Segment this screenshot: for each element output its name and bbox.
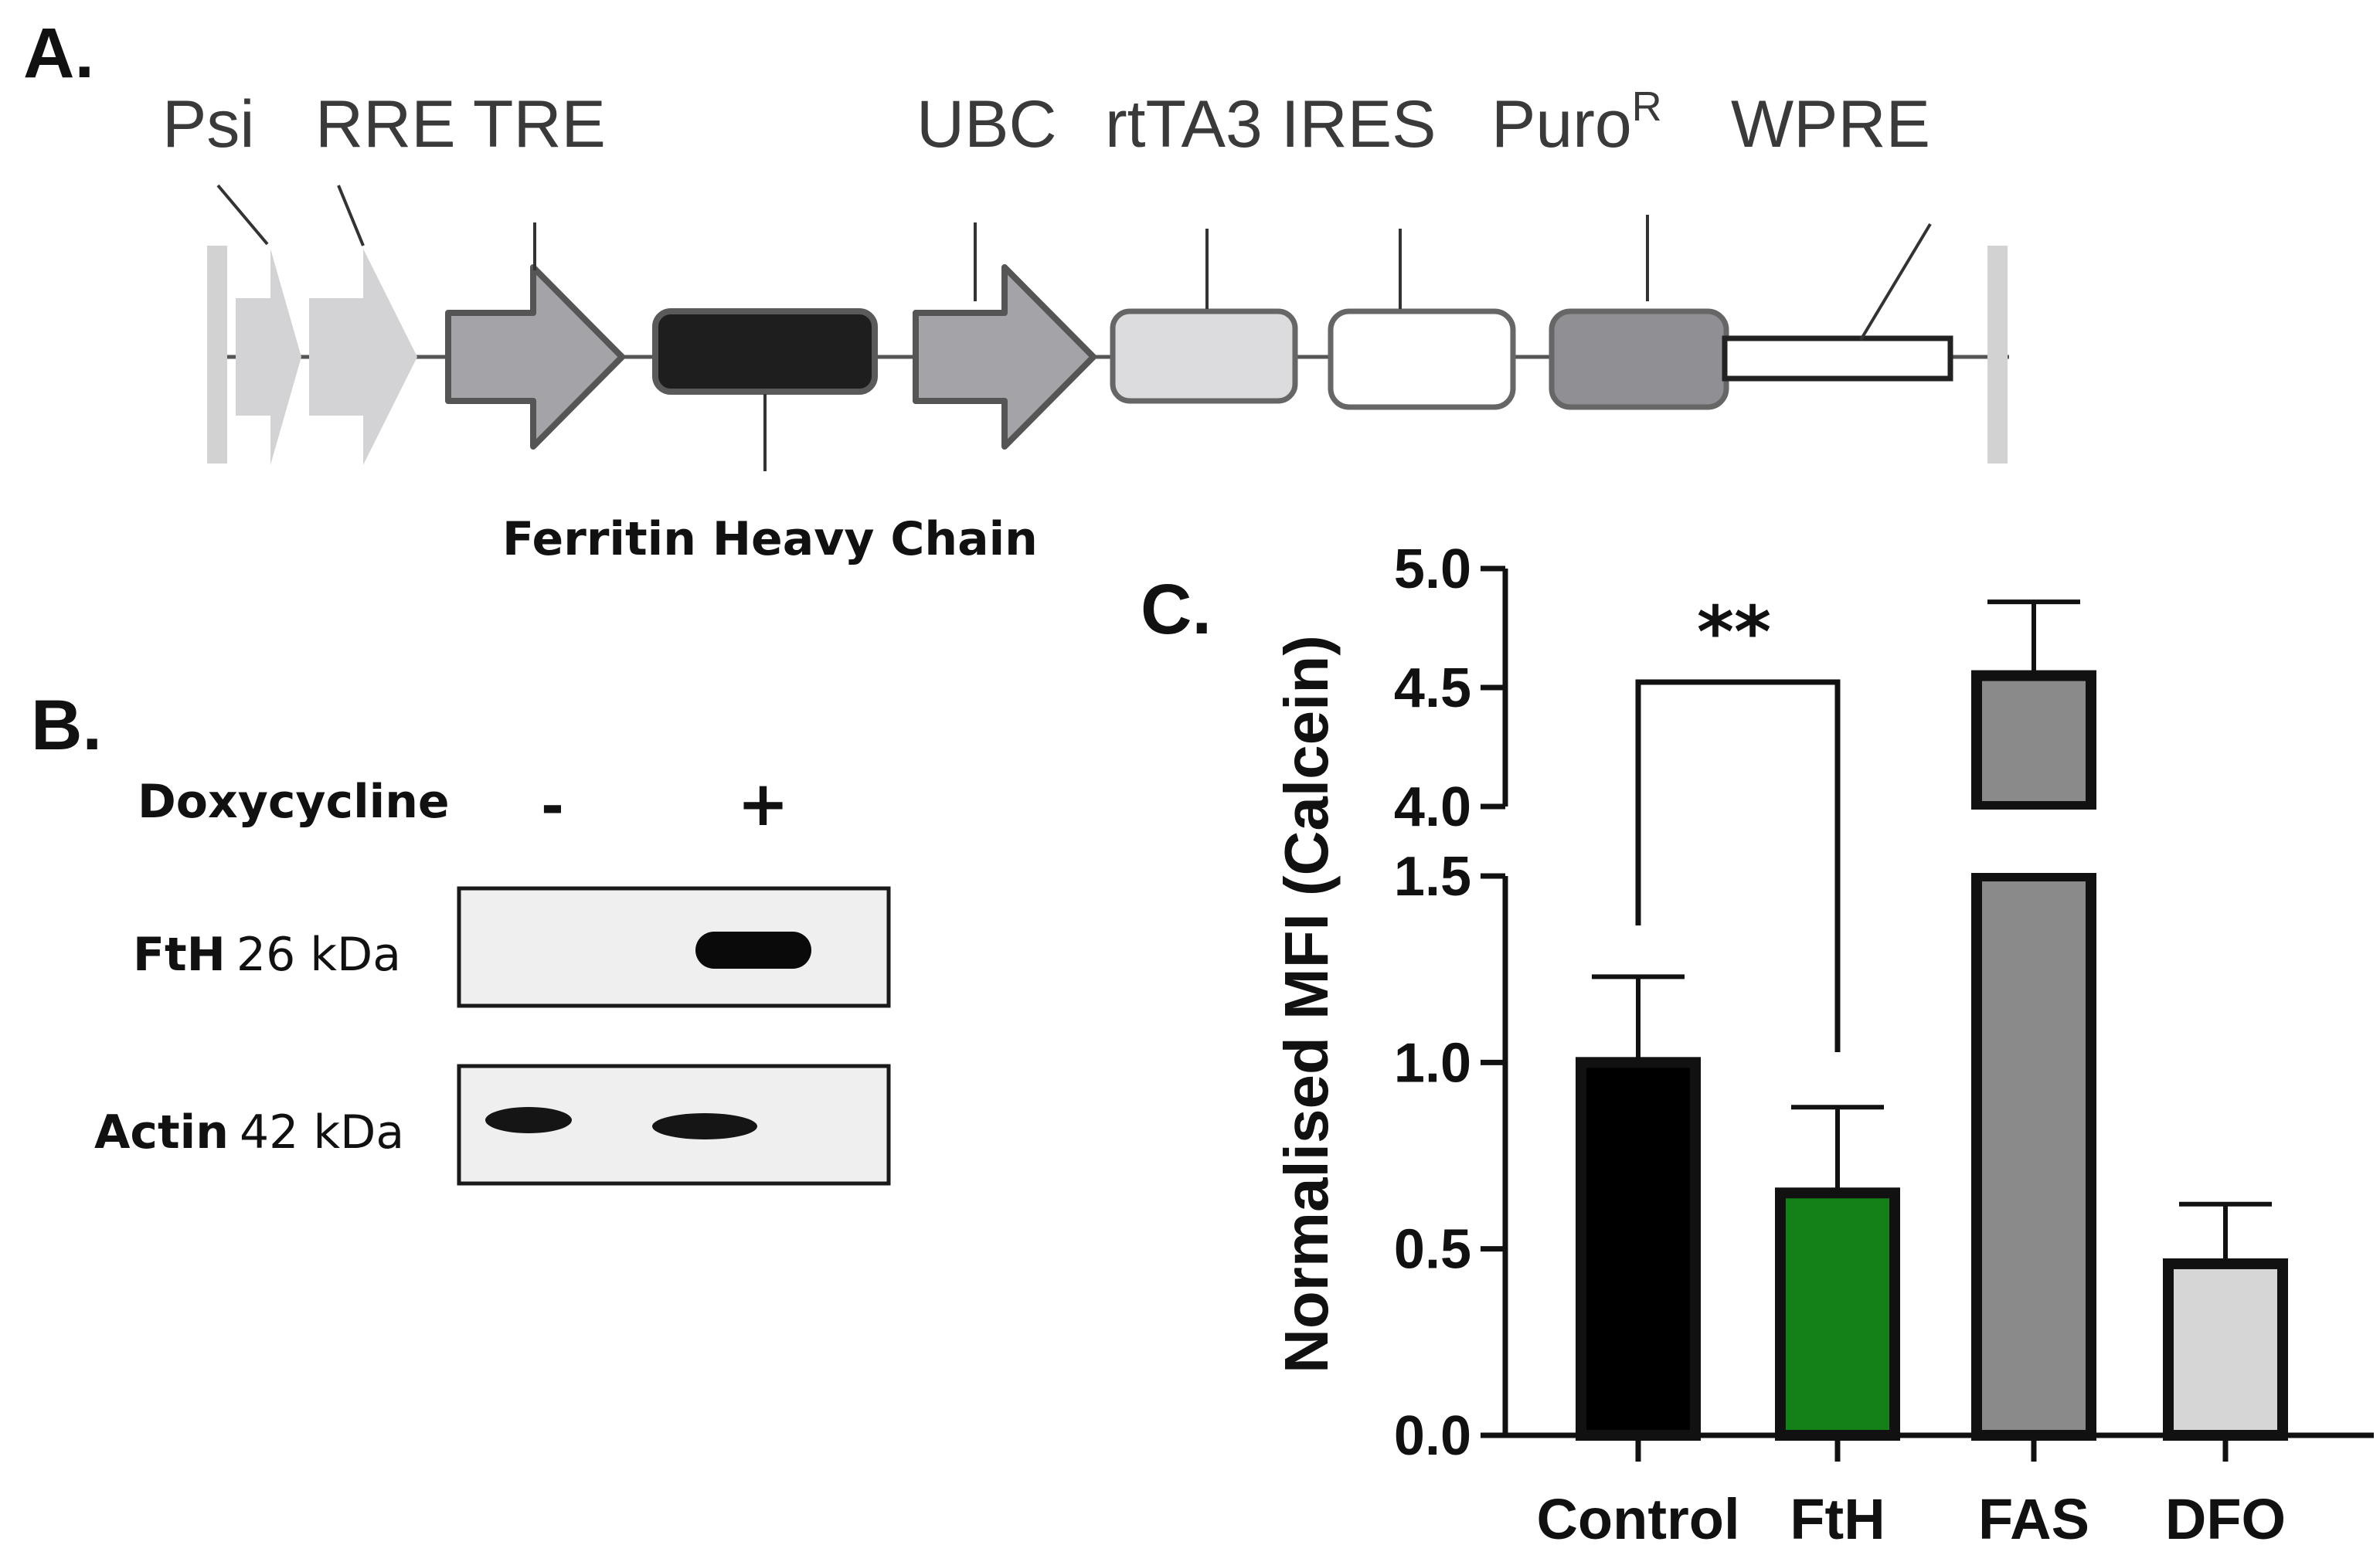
tre-promoter [445,264,625,450]
rre-element [309,249,417,465]
y-tick-upper-1-label: 4.5 [1394,657,1471,719]
band-fth-plus [695,932,811,969]
label-puro: PuroR [1491,83,1662,161]
label-rre-tre: RRE TRE [315,87,606,161]
puror-element [1549,308,1729,410]
label-wpre: WPRE [1731,87,1930,161]
wpre-element [1722,335,1953,382]
x-label-fas: FAS [1978,1487,2089,1551]
blot-fth [457,886,891,1008]
lane-minus-label: - [541,773,564,838]
ltr-left [207,246,227,464]
ferritin-heavy-chain-insert [652,308,878,395]
ires-element [1328,308,1516,410]
significance-bracket [1635,679,1841,1052]
y-tick-lower-1-label: 0.5 [1394,1219,1471,1281]
label-rtta3-ires: rtTA3 IRES [1105,87,1436,161]
panel-b-letter: B. [31,686,102,765]
y-tick-lower-2-label: 1.0 [1394,1032,1471,1094]
band-actin-minus [485,1107,572,1133]
bar-fas-upper [1971,670,2096,812]
panel-a: A. Psi RRE TRE [23,14,2009,566]
y-tick-upper-0-label: 4.0 [1394,776,1471,838]
ubc-promoter [913,264,1096,450]
y-tick-lower-0-label: 0.0 [1394,1405,1471,1467]
band-actin-plus [652,1113,757,1139]
bar-control [1576,1057,1701,1441]
y-tick-lower-3-label: 1.5 [1394,846,1471,908]
y-tick-upper-2-label: 5.0 [1394,538,1471,600]
panel-c: C. Normalised MFI (Calcein) 0.0 0.5 1.0 1.5… [1141,538,2374,1551]
bar-fas-break [1967,810,2100,873]
psi-element [236,249,301,465]
bar-fas-lower [1971,871,2096,1441]
label-psi: Psi [162,87,254,161]
lane-plus-label: + [737,768,789,840]
x-label-fth: FtH [1790,1487,1885,1551]
label-ubc: UBC [916,87,1057,161]
panel-a-letter: A. [23,14,94,93]
x-label-control: Control [1536,1487,1739,1551]
significance-stars: ** [1697,591,1771,674]
rtta3-element [1110,308,1298,404]
bar-fth [1775,1187,1900,1441]
x-label-dfo: DFO [2165,1487,2286,1551]
ltr-right [1987,246,2008,464]
bar-dfo [2163,1258,2288,1441]
doxycycline-label: Doxycycline [138,775,450,829]
y-axis-title: Normalised MFI (Calcein) [1272,635,1341,1374]
panel-c-letter: C. [1141,570,1212,649]
label-ferritin-heavy-chain: Ferritin Heavy Chain [502,512,1038,566]
